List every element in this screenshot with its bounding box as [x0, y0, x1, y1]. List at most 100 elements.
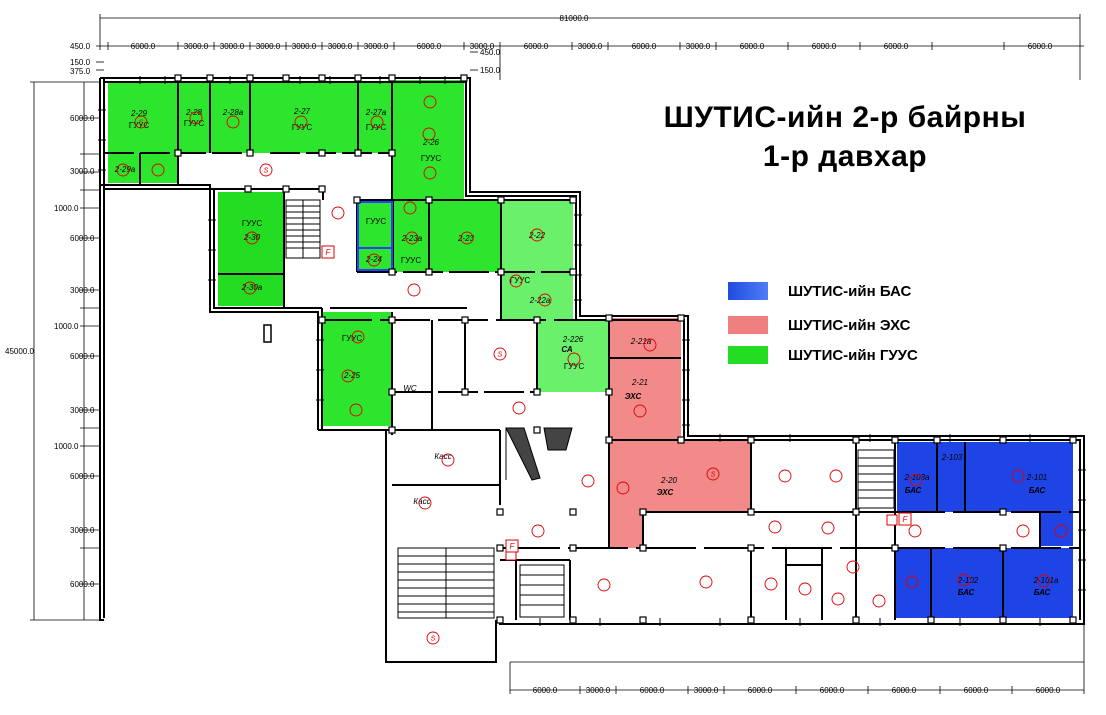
room-label-2-23: 2-23 — [457, 234, 475, 243]
room-2-28[interactable] — [178, 83, 210, 153]
sensor-letter: S — [264, 168, 269, 175]
dim-left-7: 3000.0 — [70, 406, 95, 415]
dim-bottom-4: 6000.0 — [748, 686, 773, 695]
fire-letters: F F F — [326, 248, 909, 551]
room-2-103a[interactable] — [897, 442, 937, 512]
dim-top-4: 3000.0 — [292, 42, 317, 51]
sensor-marks — [116, 95, 1068, 645]
room-label-2-26: 2-26 — [422, 138, 440, 147]
dim-top-5: 3000.0 — [328, 42, 353, 51]
room-2-21a[interactable] — [609, 318, 681, 358]
sensor-letter: S — [711, 472, 716, 479]
room-2-20-a[interactable] — [609, 440, 751, 512]
dim-overall-width: 81000.0 — [560, 14, 589, 23]
room-label-2-226: 2-226 — [562, 335, 584, 344]
room-label-2-102: 2-102 — [957, 576, 979, 585]
room-2-102[interactable] — [931, 548, 1003, 618]
room-label-2-103a: 2-103a — [904, 473, 930, 482]
dim-top-9: 6000.0 — [524, 42, 549, 51]
dim-bottom-8: 6000.0 — [1036, 686, 1061, 695]
room-org-2-24-extra: ГУУС — [366, 217, 386, 226]
blue-partition — [357, 201, 393, 271]
room-label-2-20: 2-20 — [660, 476, 678, 485]
dim-top-14: 6000.0 — [812, 42, 837, 51]
dim-bottom-3: 3000.0 — [694, 686, 719, 695]
room-org-2-101: БАС — [1029, 486, 1046, 495]
dim-left-offset-2: 375.0 — [70, 67, 91, 76]
room-2-23a[interactable] — [393, 200, 429, 272]
dim-left-offset-1: 150.0 — [70, 58, 91, 67]
legend-label-bas: ШУТИС-ийн БАС — [788, 282, 912, 300]
fire-marks — [321, 245, 912, 561]
room-2-102-left[interactable] — [895, 548, 931, 618]
room-2-101[interactable] — [965, 442, 1073, 512]
dim-top-15: 6000.0 — [884, 42, 909, 51]
room-2-101-b[interactable] — [1040, 512, 1073, 546]
room-2-22a[interactable] — [501, 272, 573, 320]
room-org-2-30: ГУУС — [242, 219, 262, 228]
room-label-2-27a: 2-27a — [365, 108, 387, 117]
room-extra-2-226: СА — [561, 345, 573, 354]
room-label-2-23a: 2-23a — [401, 234, 423, 243]
room-2-226[interactable] — [537, 320, 609, 392]
room-2-22[interactable] — [501, 200, 573, 272]
room-label-2-25: 2-25 — [343, 371, 361, 380]
room-2-27a[interactable] — [358, 83, 392, 153]
window-ticks — [98, 76, 1086, 626]
dim-bottom-1: 3000.0 — [586, 686, 611, 695]
room-org-2-26: ГУУС — [421, 154, 441, 163]
room-label-2-103: 2-103 — [941, 453, 963, 462]
room-2-29a[interactable] — [108, 153, 178, 183]
room-2-24[interactable] — [357, 200, 393, 272]
room-label-2-29: 2-29 — [130, 109, 148, 118]
room-2-30a[interactable] — [218, 274, 284, 306]
fire-letter: F — [903, 515, 909, 524]
dim-left-11: 6000.0 — [70, 580, 95, 589]
room-org-2-102: БАС — [958, 588, 975, 597]
room-2-30[interactable] — [218, 192, 284, 274]
room-2-28a[interactable] — [210, 83, 250, 153]
room-2-25[interactable] — [322, 312, 392, 426]
stairs — [285, 199, 895, 619]
dim-bottom-7: 6000.0 — [964, 686, 989, 695]
dim-top-1: 3000.0 — [184, 42, 209, 51]
legend-item-bas: ШУТИС-ийн БАС — [728, 280, 911, 302]
room-2-29[interactable] — [108, 83, 178, 153]
dim-left-10: 3000.0 — [70, 526, 95, 535]
pillar — [263, 324, 272, 343]
dim-left-3: 6000.0 — [70, 234, 95, 243]
dim-left-0: 6000.0 — [70, 114, 95, 123]
wc-label: WC — [403, 384, 417, 393]
room-2-27[interactable] — [250, 83, 358, 153]
fire-letter: F — [510, 542, 516, 551]
room-2-103[interactable] — [937, 442, 965, 512]
dim-top-6: 3000.0 — [364, 42, 389, 51]
dim-bottom-5: 6000.0 — [820, 686, 845, 695]
dimension-lines — [30, 14, 1085, 694]
sensor-letters: S S S S S — [139, 120, 716, 643]
legend-label-ehs: ШУТИС-ийн ЭХС — [788, 316, 911, 334]
room-2-20-b[interactable] — [609, 512, 643, 548]
room-fills — [108, 80, 1073, 618]
dim-left-5: 1000.0 — [54, 322, 79, 331]
room-2-23[interactable] — [429, 200, 501, 272]
dim-top-12: 3000.0 — [686, 42, 711, 51]
dim-bottom-2: 6000.0 — [640, 686, 665, 695]
dim-top-10: 3000.0 — [578, 42, 603, 51]
legend-swatch-bas — [728, 282, 768, 300]
room-label-2-27: 2-27 — [293, 107, 311, 116]
room-label-2-29a: 2-29a — [114, 165, 136, 174]
dim-top-11: 6000.0 — [632, 42, 657, 51]
room-org-2-101a: БАС — [1034, 588, 1051, 597]
legend-label-guus: ШУТИС-ийн ГУУС — [788, 346, 918, 364]
legend-item-ehs: ШУТИС-ийн ЭХС — [728, 314, 910, 336]
room-org-2-226: ГУУС — [564, 362, 584, 371]
room-2-21[interactable] — [609, 358, 681, 440]
room-label-2-22a: 2-22a — [529, 296, 551, 305]
legend-item-guus: ШУТИС-ийн ГУУС — [728, 344, 918, 366]
sensor-letter: S — [139, 120, 144, 127]
dim-left-4: 3000.0 — [70, 286, 95, 295]
dim-left-9: 6000.0 — [70, 472, 95, 481]
dim-top-13: 6000.0 — [740, 42, 765, 51]
